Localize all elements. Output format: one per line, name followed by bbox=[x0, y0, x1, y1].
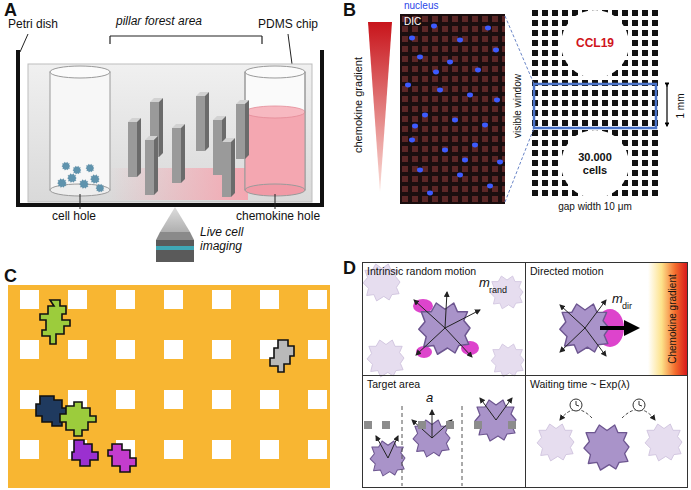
region-label: visible window bbox=[512, 74, 524, 138]
model-panel: Directed motion bbox=[525, 262, 688, 376]
part-label: cell hole bbox=[52, 210, 96, 224]
symbol-subscript: rand bbox=[489, 285, 507, 295]
panel-letter: D bbox=[343, 258, 356, 279]
chemokine-circle: CCL19 bbox=[561, 10, 629, 78]
part-label: Petri dish bbox=[8, 18, 58, 32]
dimension-label: 1 mm bbox=[675, 94, 687, 119]
cell-circle: 30.000 cells bbox=[561, 130, 629, 198]
panel-heading: Intrinsic random motion bbox=[367, 265, 521, 277]
channel-label: nucleus bbox=[404, 0, 438, 12]
circle-text: 30.000 cells bbox=[569, 151, 621, 176]
panel-heading: Waiting time ~ Exp(λ) bbox=[530, 378, 683, 390]
panel-letter: B bbox=[343, 0, 356, 21]
part-label: chemokine hole bbox=[236, 210, 320, 224]
dimension-label: gap width 10 μm bbox=[558, 201, 632, 213]
panel-heading: Directed motion bbox=[530, 265, 683, 277]
method-label: Live cell imaging bbox=[200, 226, 264, 254]
panel-heading: Target area bbox=[367, 378, 521, 390]
symbol-subscript: dir bbox=[622, 301, 632, 311]
model-panel: Intrinsic random motion bbox=[362, 262, 526, 376]
part-label: PDMS chip bbox=[258, 18, 318, 32]
axis-label: chemokine gradient bbox=[352, 57, 365, 153]
region-label: pillar forest area bbox=[116, 15, 202, 29]
model-panel: Waiting time ~ Exp(λ) bbox=[525, 375, 688, 488]
symbol: a bbox=[426, 391, 433, 406]
symbol: m bbox=[612, 292, 623, 307]
channel-label: DIC bbox=[404, 16, 421, 28]
circle-text: CCL19 bbox=[576, 37, 614, 51]
axis-label: Chemokine gradient bbox=[667, 274, 679, 364]
panel-letter: C bbox=[4, 266, 17, 287]
symbol: m bbox=[479, 276, 490, 291]
model-panel: Target area bbox=[362, 375, 526, 488]
